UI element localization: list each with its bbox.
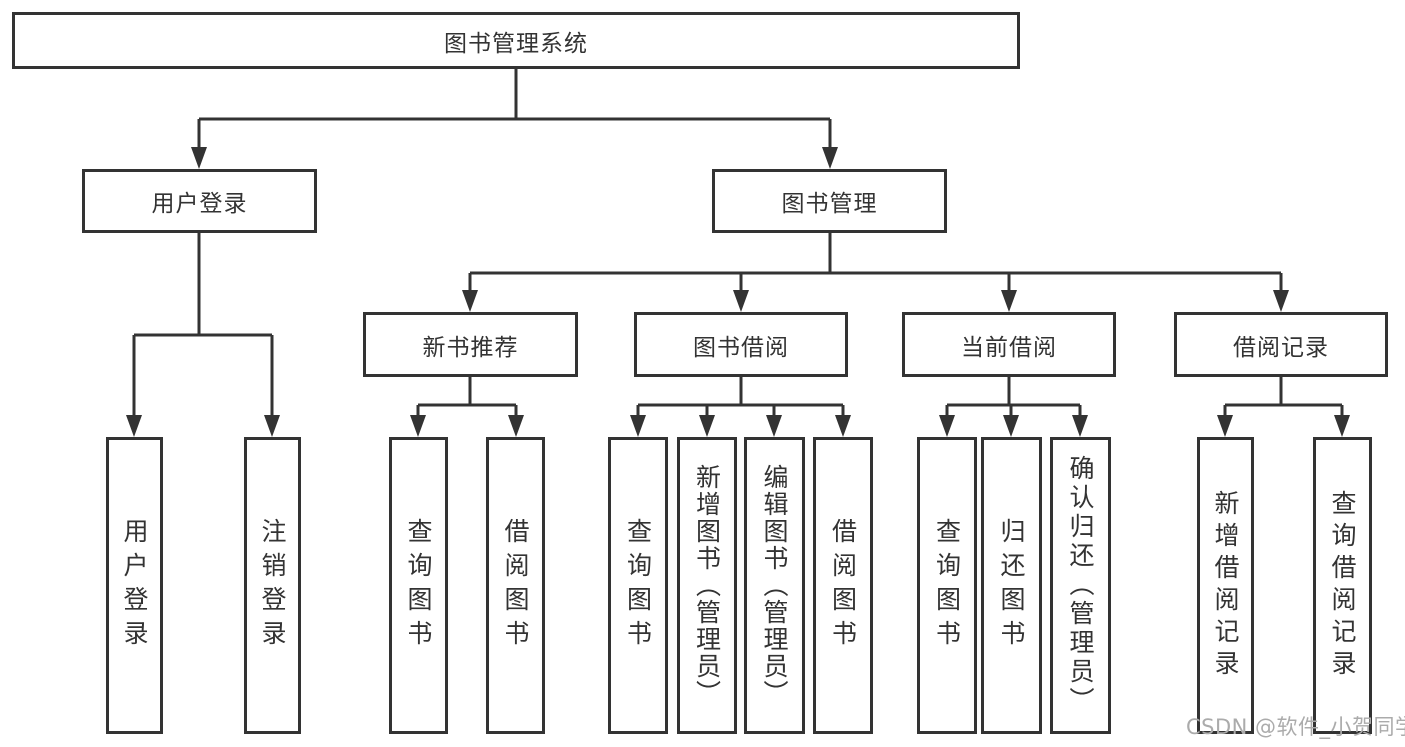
node-label: 借阅记录 bbox=[1233, 334, 1329, 361]
node-logout: 注销登录 bbox=[244, 437, 301, 734]
node-book-management: 图书管理 bbox=[712, 169, 947, 233]
node-label: 确认归还（管理员） bbox=[1066, 455, 1095, 716]
node-label: 查询图书 bbox=[623, 517, 653, 654]
node-label: 新增图书（管理员） bbox=[692, 464, 722, 707]
node-new-book-recommendation: 新书推荐 bbox=[363, 312, 578, 377]
node-label: 用户登录 bbox=[120, 517, 149, 654]
node-borrowing-add-books-admin: 新增图书（管理员） bbox=[677, 437, 737, 734]
node-label: 查询借阅记录 bbox=[1328, 489, 1357, 682]
node-borrowing-query-books: 查询图书 bbox=[608, 437, 668, 734]
node-recommend-borrow-books: 借阅图书 bbox=[486, 437, 545, 734]
node-book-borrowing: 图书借阅 bbox=[634, 312, 848, 377]
node-label: 新书推荐 bbox=[422, 334, 519, 361]
node-label: 编辑图书（管理员） bbox=[760, 464, 789, 707]
node-label: 注销登录 bbox=[258, 517, 287, 654]
node-label: 图书借阅 bbox=[693, 334, 789, 361]
node-label: 归还图书 bbox=[997, 517, 1026, 654]
node-label: 借阅图书 bbox=[828, 517, 858, 654]
node-recommend-query-books: 查询图书 bbox=[389, 437, 448, 734]
node-current-confirm-return-admin: 确认归还（管理员） bbox=[1050, 437, 1111, 734]
node-current-borrowing: 当前借阅 bbox=[902, 312, 1116, 377]
node-library-system: 图书管理系统 bbox=[12, 12, 1020, 69]
node-borrowing-borrow-books: 借阅图书 bbox=[813, 437, 873, 734]
node-current-return-books: 归还图书 bbox=[981, 437, 1042, 734]
node-user-login-branch: 用户登录 bbox=[82, 169, 317, 233]
node-label: 用户登录 bbox=[151, 191, 248, 217]
node-records-query-borrow-record: 查询借阅记录 bbox=[1313, 437, 1372, 734]
node-borrowing-records: 借阅记录 bbox=[1174, 312, 1388, 377]
node-label: 查询图书 bbox=[404, 517, 433, 654]
node-label: 借阅图书 bbox=[501, 517, 530, 654]
node-current-query-books: 查询图书 bbox=[917, 437, 977, 734]
node-label: 查询图书 bbox=[932, 517, 962, 654]
node-user-login: 用户登录 bbox=[106, 437, 163, 734]
watermark: CSDN @软件_小贺同学 bbox=[1186, 715, 1405, 739]
node-label: 当前借阅 bbox=[961, 334, 1057, 361]
node-records-add-borrow-record: 新增借阅记录 bbox=[1197, 437, 1254, 734]
node-borrowing-edit-books-admin: 编辑图书（管理员） bbox=[744, 437, 805, 734]
node-label: 图书管理 bbox=[781, 191, 878, 217]
node-label: 新增借阅记录 bbox=[1211, 489, 1240, 682]
node-label: 图书管理系统 bbox=[444, 30, 588, 57]
